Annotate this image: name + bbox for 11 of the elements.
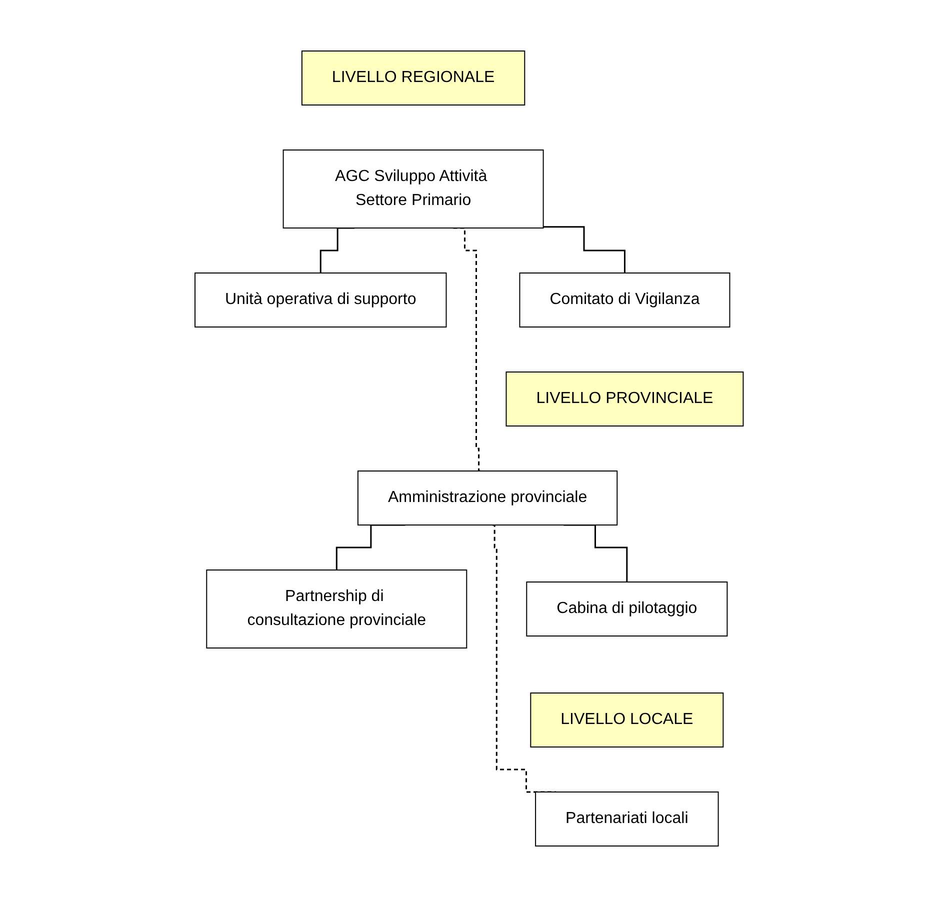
node-box: Unità operativa di supporto (194, 272, 448, 328)
node-box: Amministrazione provinciale (358, 470, 618, 526)
node-box: LIVELLO REGIONALE (302, 50, 526, 106)
node-box: Comitato di Vigilanza (520, 272, 731, 328)
node-box: Cabina di pilotaggio (526, 582, 728, 636)
node-box: LIVELLO LOCALE (530, 692, 724, 748)
node-box: Partnership di consultazione provinciale (206, 570, 468, 648)
node-box: AGC Sviluppo Attività Settore Primario (283, 150, 544, 228)
node-box: LIVELLO PROVINCIALE (506, 372, 744, 426)
connector (544, 226, 626, 274)
node-box: Partenariati locali (535, 792, 720, 846)
